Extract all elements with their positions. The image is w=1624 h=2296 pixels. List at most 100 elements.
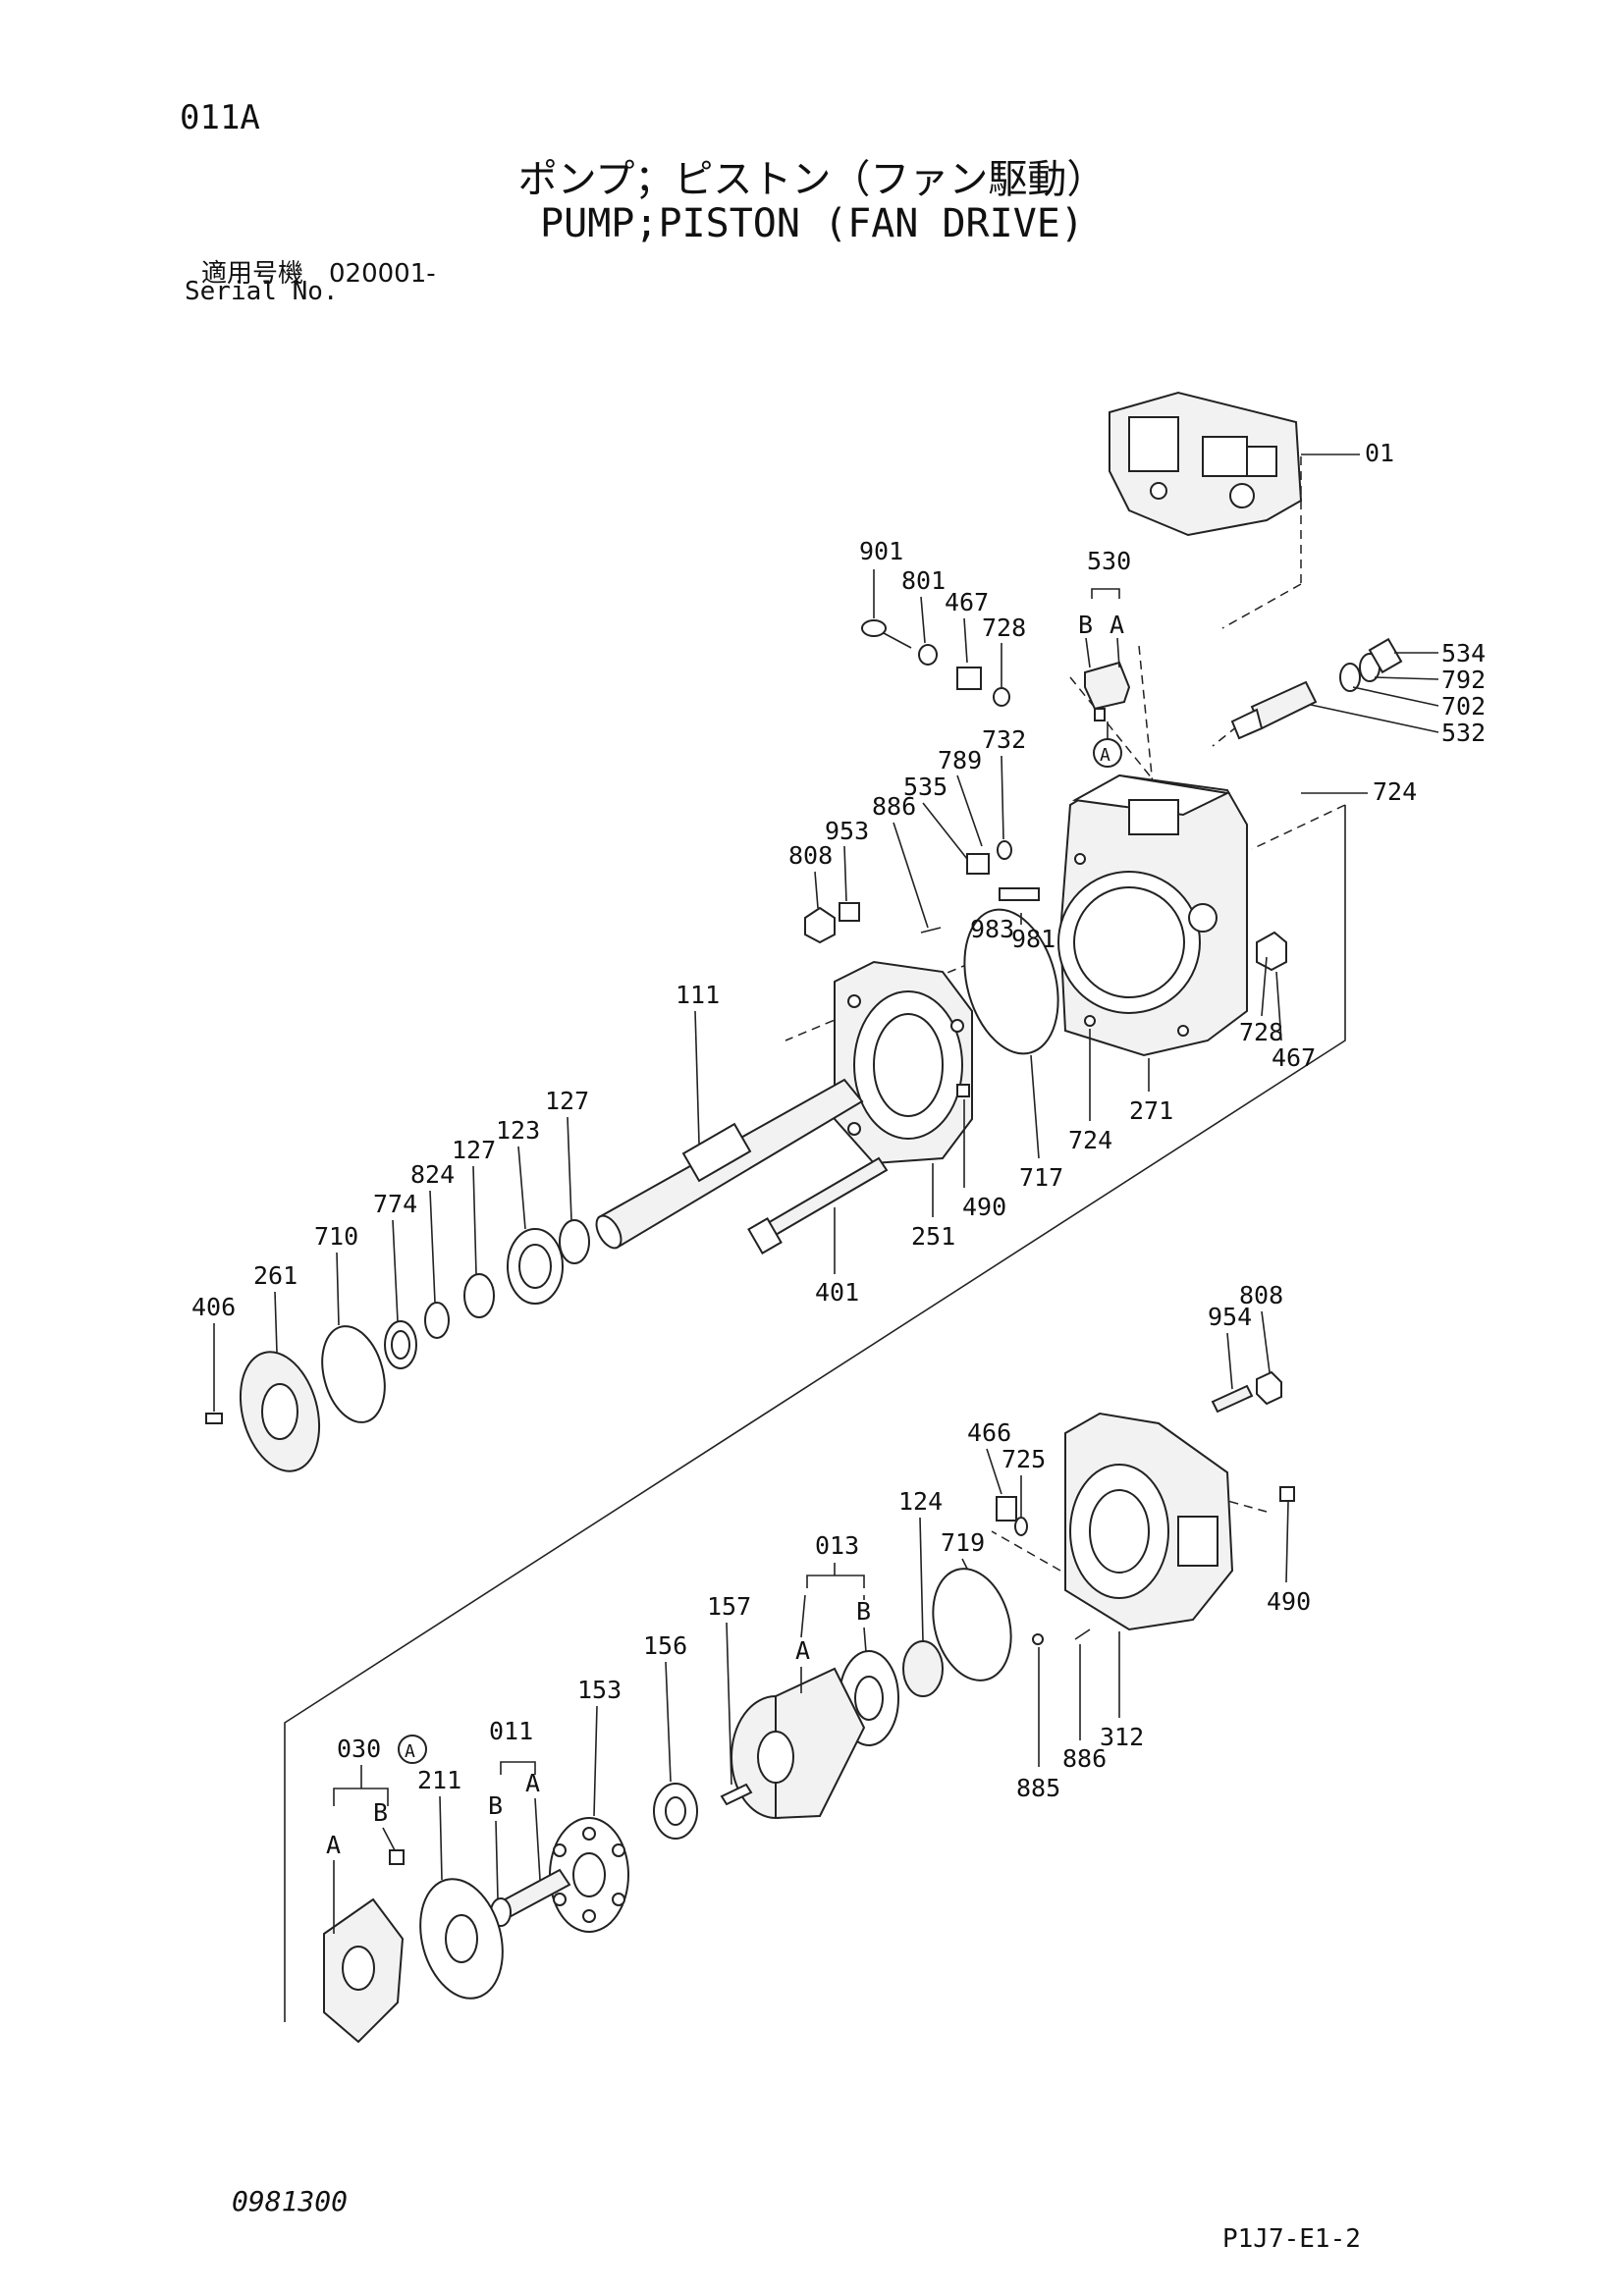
callout-532: 532	[1441, 719, 1486, 747]
callout-981: 981	[1011, 925, 1056, 953]
plug-part	[996, 1496, 1017, 1522]
bearing-cover-part	[834, 960, 973, 1165]
callout-774: 774	[373, 1190, 417, 1218]
relief-valve-part	[1084, 661, 1131, 721]
name-plate-part	[999, 887, 1040, 901]
callout-535: 535	[903, 773, 947, 801]
callout-725: 725	[1001, 1445, 1046, 1473]
callout-530-a: A	[1110, 611, 1124, 639]
callout-789: 789	[938, 746, 982, 774]
callout-111: 111	[676, 981, 720, 1009]
callout-251: 251	[911, 1222, 955, 1251]
callout-901: 901	[859, 537, 903, 565]
callout-123: 123	[496, 1116, 540, 1145]
callout-011: 011	[489, 1717, 533, 1745]
callout-728-top: 728	[982, 614, 1026, 642]
guide-line	[1138, 645, 1155, 796]
cylinder-block-part	[731, 1667, 866, 1820]
snap-ring-part	[463, 1273, 495, 1318]
callout-467-right: 467	[1272, 1043, 1316, 1072]
snap-ring-part	[424, 1302, 450, 1339]
callout-labels: 01 530 B A A 534 792 702 532 724 901 801…	[191, 439, 1486, 1934]
page-title-japanese: ポンプ；ピストン（ファン駆動）	[517, 157, 1107, 202]
bolt-part	[747, 1156, 889, 1255]
needle-bearing-part	[902, 1640, 944, 1697]
nut-part	[804, 906, 836, 944]
callout-011-b: B	[488, 1791, 503, 1820]
o-ring-part	[321, 1325, 386, 1423]
upper-group-boundary	[284, 805, 1346, 2022]
callout-808-lower: 808	[1239, 1281, 1283, 1309]
snap-ring-part	[559, 1219, 590, 1264]
nut-part	[1256, 1370, 1282, 1406]
reference-a-label: A	[1100, 745, 1110, 766]
callout-01: 01	[1365, 439, 1394, 467]
oil-seal-part	[384, 1320, 417, 1369]
o-ring-part	[1014, 1517, 1028, 1536]
guide-line	[1212, 725, 1238, 747]
o-ring-part	[997, 840, 1012, 860]
callout-013-b: B	[856, 1597, 871, 1626]
bolt-part	[205, 1413, 223, 1424]
stud-part	[1211, 1384, 1254, 1414]
plug-part	[1256, 931, 1287, 972]
callout-127-right: 127	[545, 1087, 589, 1115]
guide-line	[785, 951, 998, 1041]
callout-801: 801	[901, 566, 946, 595]
roller-bearing-part	[507, 1228, 564, 1305]
callout-534: 534	[1441, 639, 1486, 667]
serial-label-english: Serial No.	[185, 277, 339, 306]
callout-719: 719	[941, 1528, 985, 1557]
callout-013-a: A	[795, 1636, 810, 1665]
pin-part	[920, 927, 942, 934]
callout-530-b: B	[1078, 611, 1093, 639]
callout-824: 824	[410, 1160, 455, 1189]
shoe-plate-part	[419, 1878, 504, 2000]
callout-717: 717	[1019, 1163, 1063, 1192]
guide-line	[1251, 804, 1346, 850]
callout-728-right: 728	[1239, 1018, 1283, 1046]
callout-983: 983	[970, 915, 1014, 943]
callout-013: 013	[815, 1531, 859, 1560]
serial-label-japanese: 適用号機 020001-	[201, 259, 436, 289]
eye-bolt-part	[861, 619, 912, 649]
pin-part	[1032, 1633, 1044, 1645]
pin-part	[1074, 1629, 1091, 1640]
callout-885: 885	[1016, 1774, 1060, 1802]
page-code: P1J7-E1-2	[1222, 2224, 1361, 2254]
callout-886-lower: 886	[1062, 1744, 1107, 1773]
valve-block-part	[1064, 1412, 1234, 1631]
plug-part	[956, 667, 982, 690]
callout-211: 211	[417, 1766, 461, 1794]
seal-cover-part	[239, 1351, 321, 1472]
callout-490-lower: 490	[1267, 1587, 1311, 1616]
callout-467-top: 467	[945, 588, 989, 616]
callout-808-top: 808	[788, 841, 833, 870]
regulator-assembly-part	[1109, 391, 1303, 537]
callout-030-a: A	[326, 1831, 341, 1859]
bolt-part	[956, 1084, 970, 1097]
callout-011-a: A	[525, 1769, 540, 1797]
callout-153: 153	[577, 1676, 622, 1704]
callout-954: 954	[1208, 1303, 1252, 1331]
callout-710: 710	[314, 1222, 358, 1251]
callout-406: 406	[191, 1293, 236, 1321]
callout-030: 030	[337, 1735, 381, 1763]
callout-466: 466	[967, 1418, 1011, 1447]
spherical-bushing-part	[653, 1783, 698, 1840]
document-code: 0981300	[232, 2185, 349, 2217]
figure-code: 011A	[180, 98, 260, 137]
drive-shaft-part	[595, 1078, 864, 1250]
callout-953: 953	[825, 817, 869, 845]
page-title-english: PUMP;PISTON (FAN DRIVE)	[540, 201, 1084, 246]
callout-724-top: 724	[1373, 777, 1417, 806]
spring-part	[720, 1783, 753, 1806]
callout-732: 732	[982, 725, 1026, 754]
callout-030-b: B	[373, 1798, 388, 1827]
o-ring-part	[932, 1568, 1012, 1682]
guide-line	[991, 1530, 1061, 1572]
callout-490-upper: 490	[962, 1193, 1006, 1221]
guide-line	[1221, 583, 1302, 629]
